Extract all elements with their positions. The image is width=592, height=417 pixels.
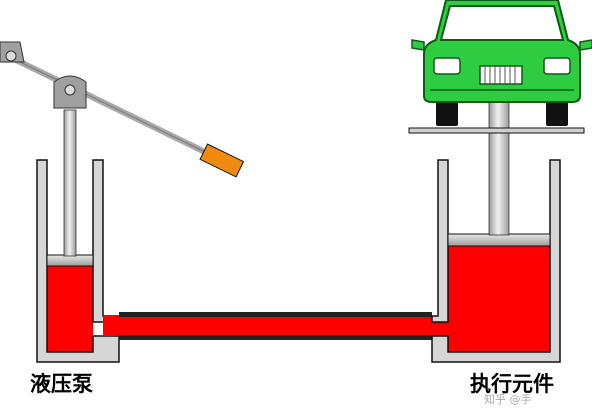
pump-lever-icon (0, 41, 245, 178)
actuator-piston (447, 233, 551, 247)
actuator-cylinder (431, 99, 561, 363)
pump-container-right-wall (92, 159, 120, 323)
fixed-pivot (0, 41, 25, 63)
actuator-fluid (448, 245, 550, 352)
car-wheel-left (436, 100, 458, 126)
pump-piston (46, 254, 94, 267)
actuator-label: 执行元件 (470, 372, 554, 396)
car-headlight-left (433, 57, 461, 75)
actuator-container-left-wall (431, 159, 449, 323)
car-grille (479, 65, 523, 85)
connecting-pipe (103, 312, 448, 340)
car-icon (411, 0, 592, 126)
car-windshield (439, 5, 565, 41)
lever-grip (199, 143, 245, 178)
actuator-piston-rod (488, 99, 510, 236)
pipe-fluid (103, 316, 448, 336)
pipe-bottom-wall (119, 335, 432, 340)
pipe-top-wall (119, 312, 432, 317)
pump-cylinder (36, 109, 120, 363)
rod-pivot (53, 75, 87, 109)
watermark: 知乎 @手 (484, 393, 532, 406)
pump-piston-rod (63, 109, 77, 257)
lift-platform (408, 127, 585, 134)
pump-label: 液压泵 (30, 372, 93, 396)
car-headlight-right (543, 57, 571, 75)
actuator-container-wall (431, 159, 561, 363)
pump-fluid (47, 265, 93, 352)
car-wheel-right (546, 100, 568, 126)
